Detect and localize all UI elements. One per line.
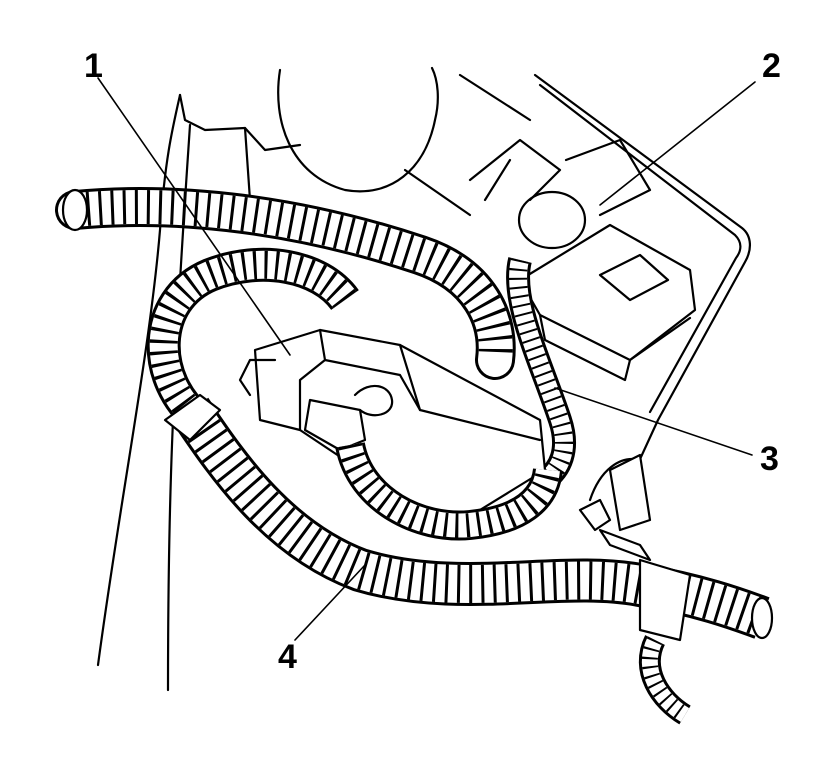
harness-branch-3 bbox=[506, 257, 576, 490]
harness-lower-loop bbox=[335, 441, 563, 541]
mounting-rod bbox=[533, 73, 751, 472]
leader-1 bbox=[97, 77, 291, 356]
leader-lines bbox=[97, 77, 756, 641]
harness-clips bbox=[163, 393, 692, 642]
callout-2: 2 bbox=[762, 47, 781, 85]
callout-3: 3 bbox=[760, 440, 779, 478]
leader-3 bbox=[554, 387, 753, 456]
module-2 bbox=[468, 138, 697, 382]
harness-left-loop bbox=[146, 247, 359, 434]
callout-4: 4 bbox=[278, 638, 297, 676]
harness-main-4 bbox=[171, 397, 774, 725]
harness-upper bbox=[55, 187, 516, 380]
callout-1: 1 bbox=[84, 47, 103, 85]
upper-housing bbox=[277, 66, 532, 217]
leader-2 bbox=[599, 81, 756, 206]
leader-4 bbox=[294, 564, 366, 641]
